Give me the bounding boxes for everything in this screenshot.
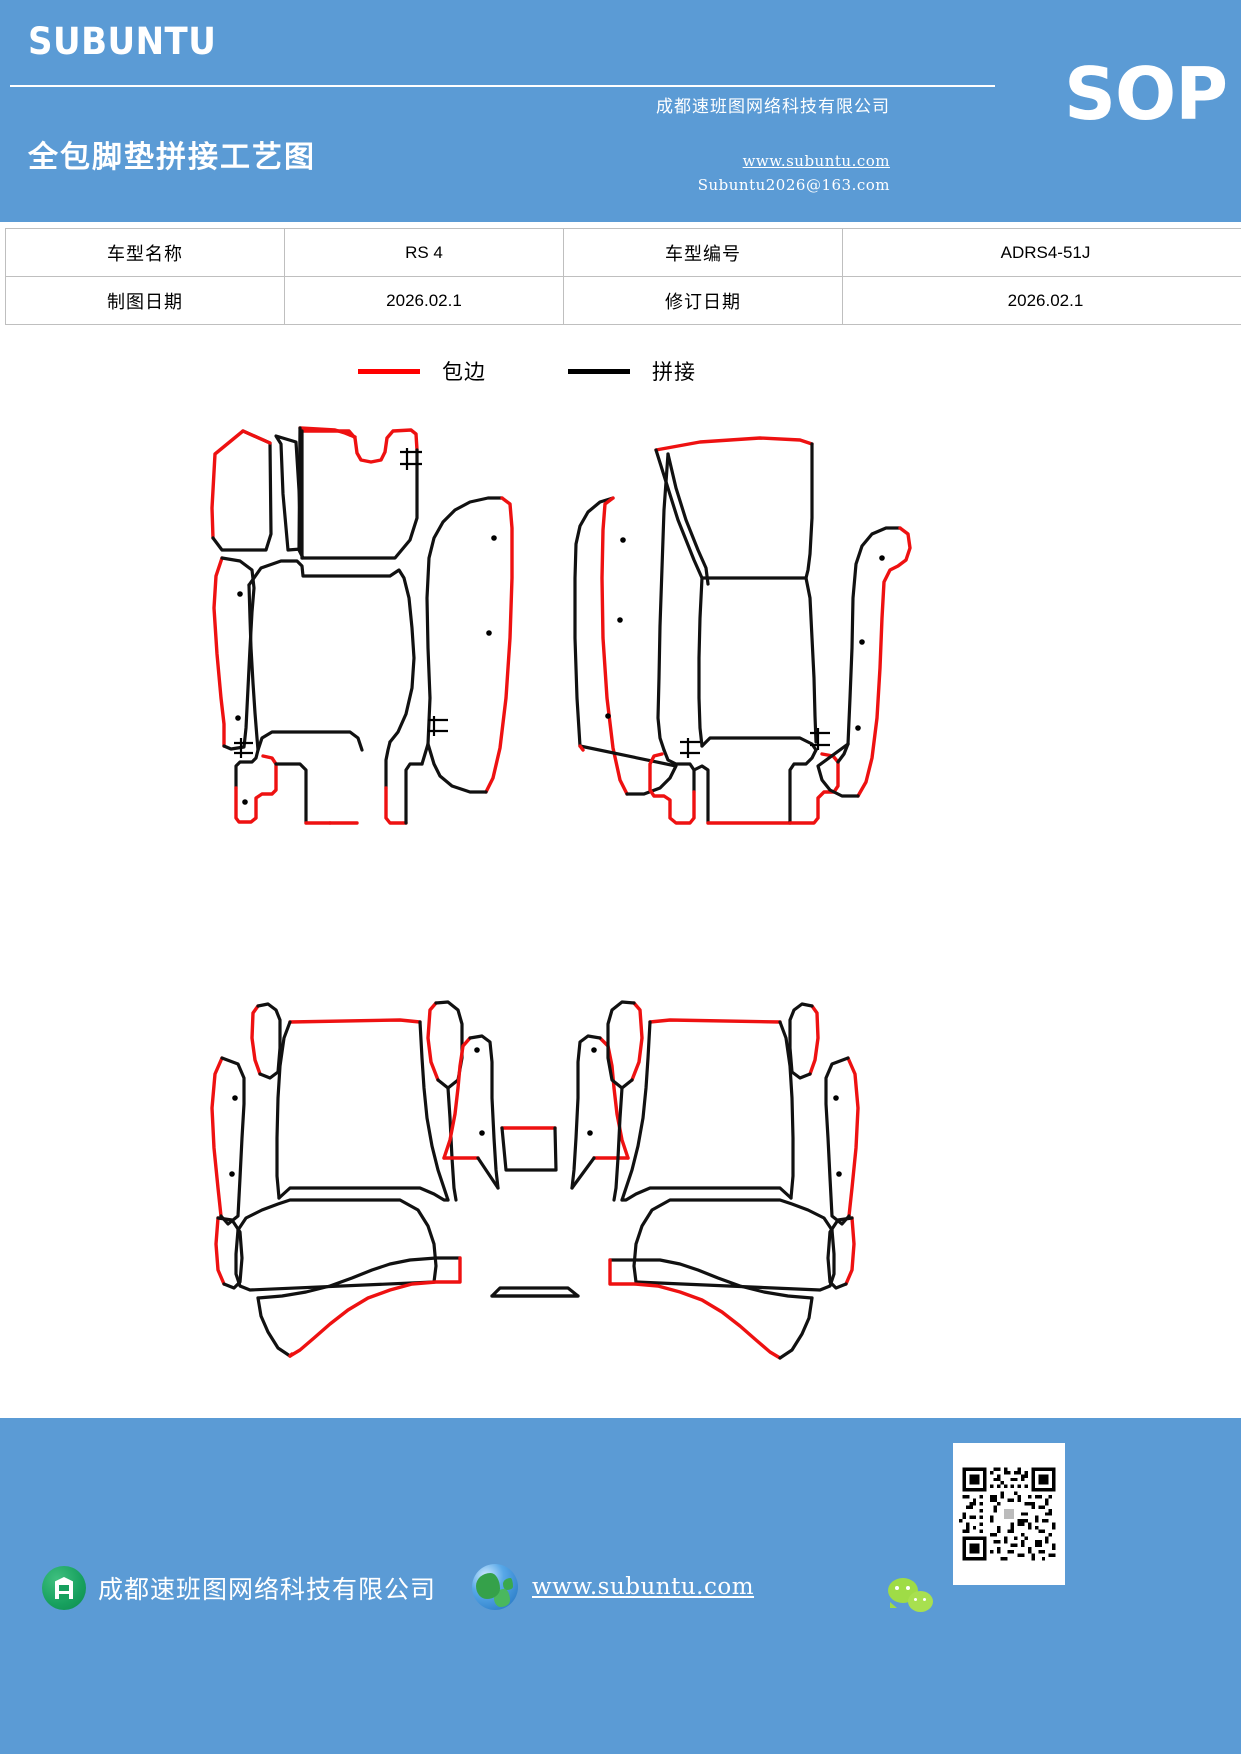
qr-code [953, 1443, 1065, 1585]
document-title: 全包脚垫拼接工艺图 [28, 140, 316, 175]
wechat-eye-dot [895, 1586, 899, 1590]
cell-model-code-value: ADRS4-51J [842, 228, 1241, 277]
legend-item-splice: 拼接 [568, 356, 696, 386]
legend: 包边 拼接 [0, 356, 1241, 392]
wechat-eye-dot [914, 1598, 917, 1601]
alignment-dot [620, 537, 626, 543]
registration-mark [234, 738, 253, 758]
qr-code-image [959, 1464, 1059, 1564]
alignment-dot [242, 799, 248, 805]
alignment-dot [474, 1047, 480, 1053]
cell-draw-date-value: 2026.02.1 [284, 276, 564, 325]
alignment-dot [587, 1130, 593, 1136]
legend-item-binding: 包边 [358, 356, 486, 386]
header-company-name: 成都速班图网络科技有限公司 [656, 97, 890, 117]
alignment-dot [235, 715, 241, 721]
alignment-dot [833, 1095, 839, 1101]
alignment-dot [879, 555, 885, 561]
registration-mark [810, 728, 830, 750]
alignment-dot [855, 725, 861, 731]
sop-badge: SOP [1064, 52, 1228, 136]
alignment-dot [836, 1171, 842, 1177]
footer-website-link[interactable]: www.subuntu.com [532, 1574, 755, 1600]
registration-mark [400, 448, 422, 470]
rear-mat-group [210, 1000, 860, 1360]
table-row: 制图日期 2026.02.1 修订日期 2026.02.1 [5, 276, 1241, 325]
alignment-dot [232, 1095, 238, 1101]
alignment-dot [605, 713, 611, 719]
alignment-dot [591, 1047, 597, 1053]
alignment-dot [229, 1171, 235, 1177]
cell-model-name-value: RS 4 [284, 228, 564, 277]
cell-draw-date-label: 制图日期 [5, 276, 285, 325]
front-right-mat-group [573, 436, 912, 825]
wechat-icon [888, 1578, 944, 1618]
legend-label-binding: 包边 [442, 360, 486, 384]
red-line-swatch-icon [358, 368, 420, 374]
alignment-dot [486, 630, 492, 636]
building-icon [42, 1566, 86, 1610]
brand-logo: SUBUNTU [28, 20, 217, 63]
front-left-mat-group [210, 426, 514, 825]
header-website-link[interactable]: www.subuntu.com [742, 152, 890, 170]
cell-model-name-label: 车型名称 [5, 228, 285, 277]
footer-company-name: 成都速班图网络科技有限公司 [98, 1575, 437, 1604]
mat-pattern-diagram [210, 426, 912, 1360]
registration-mark [428, 716, 448, 736]
alignment-dot [237, 591, 243, 597]
globe-icon [472, 1564, 518, 1610]
cell-revise-date-value: 2026.02.1 [842, 276, 1241, 325]
technical-drawing-area [0, 398, 1241, 1406]
alignment-dot [617, 617, 623, 623]
alignment-dot [491, 535, 497, 541]
registration-mark [680, 738, 700, 758]
table-row: 车型名称 RS 4 车型编号 ADRS4-51J [5, 228, 1241, 277]
alignment-dot [479, 1130, 485, 1136]
header-email[interactable]: Subuntu2026@163.com [697, 176, 890, 194]
wechat-eye-dot [923, 1598, 926, 1601]
footer-company-block: 成都速班图网络科技有限公司 [42, 1566, 436, 1610]
wechat-bubble-small [908, 1591, 933, 1612]
cell-revise-date-label: 修订日期 [563, 276, 843, 325]
header-divider [10, 85, 995, 87]
cell-model-code-label: 车型编号 [563, 228, 843, 277]
wechat-eye-dot [906, 1586, 910, 1590]
legend-label-splice: 拼接 [652, 360, 696, 384]
black-line-swatch-icon [568, 368, 630, 374]
vehicle-info-table: 车型名称 RS 4 车型编号 ADRS4-51J 制图日期 2026.02.1 … [5, 228, 1241, 325]
alignment-dot [859, 639, 865, 645]
page-header: SUBUNTU 全包脚垫拼接工艺图 成都速班图网络科技有限公司 www.subu… [0, 0, 1241, 222]
footer-website-block: www.subuntu.com [472, 1564, 754, 1610]
